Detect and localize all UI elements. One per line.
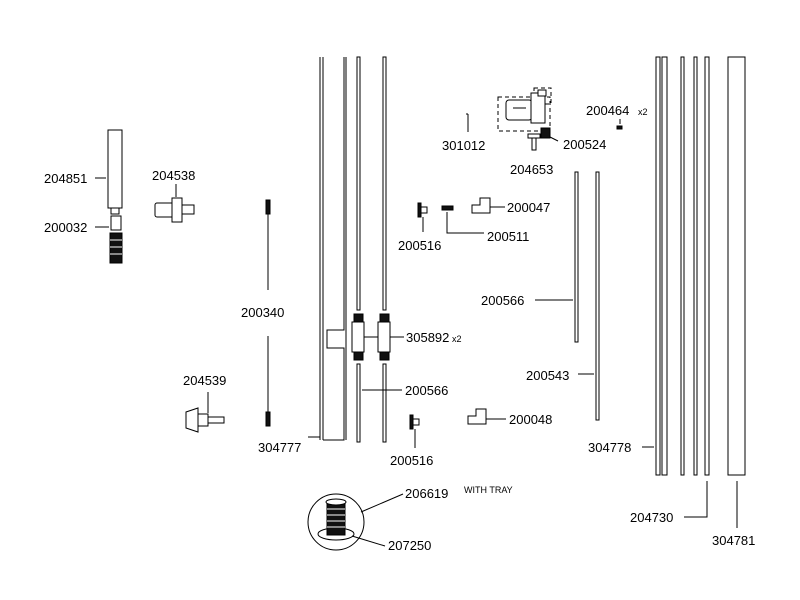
slide-bar-200340 (265, 199, 271, 427)
wall-outlet-204538 (154, 197, 195, 223)
rod-200566-upper (574, 171, 579, 343)
tube-left-upper (356, 56, 387, 311)
label-305892: 305892 (406, 330, 449, 345)
qty-200464: x2 (638, 107, 648, 117)
rod-200543 (595, 171, 600, 421)
nut-200524 (540, 127, 551, 139)
label-200524: 200524 (563, 137, 606, 152)
wall-bracket-200516-upper (417, 202, 428, 218)
label-304777: 304777 (258, 440, 301, 455)
label-200566-lower: 200566 (405, 383, 448, 398)
label-200032: 200032 (44, 220, 87, 235)
label-200566-upper: 200566 (481, 293, 524, 308)
label-200464: 200464 (586, 103, 629, 118)
label-304778: 304778 (588, 440, 631, 455)
elbow-200048 (467, 408, 487, 425)
hose-connector-200032 (109, 215, 123, 264)
hand-shower-204851 (107, 129, 123, 215)
tube-200566-lower (356, 363, 387, 443)
screw-200511 (441, 205, 454, 211)
label-204730: 204730 (630, 510, 673, 525)
label-204539: 204539 (183, 373, 226, 388)
label-200516-upper: 200516 (398, 238, 441, 253)
wall-bracket-200516-lower (409, 414, 420, 430)
screw-200464 (616, 125, 623, 130)
profile-304781 (727, 56, 746, 476)
hinge-305892-left (351, 313, 365, 361)
label-207250: 207250 (388, 538, 431, 553)
label-204538: 204538 (152, 168, 195, 183)
label-200048: 200048 (509, 412, 552, 427)
label-200340: 200340 (241, 305, 284, 320)
profile-204730 (704, 56, 710, 476)
label-200511: 200511 (487, 229, 529, 244)
label-200047: 200047 (507, 200, 550, 215)
drain-206619 (307, 493, 365, 551)
label-200516-lower: 200516 (390, 453, 433, 468)
fixed-panel-304778 (655, 56, 698, 476)
label-301012: 301012 (442, 138, 485, 153)
elbow-200047 (471, 197, 491, 214)
mixer-301012 (497, 87, 552, 132)
label-204851: 204851 (44, 171, 87, 186)
door-panel-304777 (319, 57, 347, 441)
note-with-tray: WITH TRAY (464, 485, 513, 495)
label-204653: 204653 (510, 162, 553, 177)
hinge-305892-right (377, 313, 391, 361)
valve-handle-204539 (185, 407, 225, 433)
label-206619: 206619 (405, 486, 448, 501)
qty-305892: x2 (452, 334, 462, 344)
cartridge-204653 (527, 133, 541, 151)
label-200543: 200543 (526, 368, 569, 383)
label-304781: 304781 (712, 533, 755, 548)
